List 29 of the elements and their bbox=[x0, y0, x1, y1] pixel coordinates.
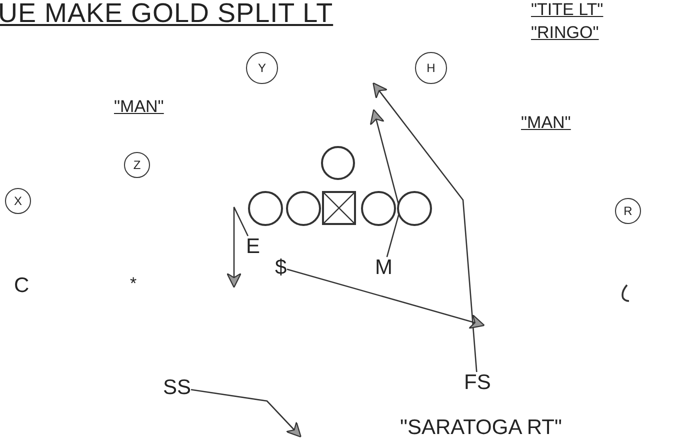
route-arrow bbox=[370, 109, 401, 258]
route-arrow bbox=[190, 388, 302, 438]
player-circle: X bbox=[5, 188, 31, 214]
defender-label: FS bbox=[464, 372, 491, 393]
player-circle: R bbox=[615, 198, 641, 224]
coverage-label: "MAN" bbox=[521, 114, 571, 131]
center-square bbox=[322, 191, 356, 225]
route-arrow bbox=[286, 268, 485, 329]
call-label: "TITE LT" bbox=[531, 1, 604, 18]
player-circle: H bbox=[415, 52, 447, 84]
call-label: "SARATOGA RT" bbox=[400, 417, 562, 438]
defender-label: SS bbox=[163, 377, 192, 398]
play-title: UE MAKE GOLD SPLIT LT bbox=[0, 0, 334, 27]
defender-label: $ bbox=[275, 257, 287, 278]
defender-label: M bbox=[375, 257, 392, 278]
lineman-circle bbox=[286, 190, 320, 226]
route-arrow bbox=[226, 206, 249, 288]
defender-label: * bbox=[130, 275, 137, 292]
route-arrow bbox=[372, 82, 478, 372]
player-circle: Y bbox=[246, 52, 278, 84]
defender-label: E bbox=[246, 236, 260, 257]
lineman-circle bbox=[360, 190, 396, 226]
defender-label: C bbox=[14, 275, 30, 296]
player-circle: Z bbox=[124, 152, 150, 178]
coverage-label: "MAN" bbox=[114, 98, 164, 115]
lineman-circle bbox=[396, 190, 432, 226]
call-label: "RINGO" bbox=[531, 24, 599, 41]
lineman-circle bbox=[248, 190, 282, 226]
lineman-circle bbox=[321, 146, 355, 180]
